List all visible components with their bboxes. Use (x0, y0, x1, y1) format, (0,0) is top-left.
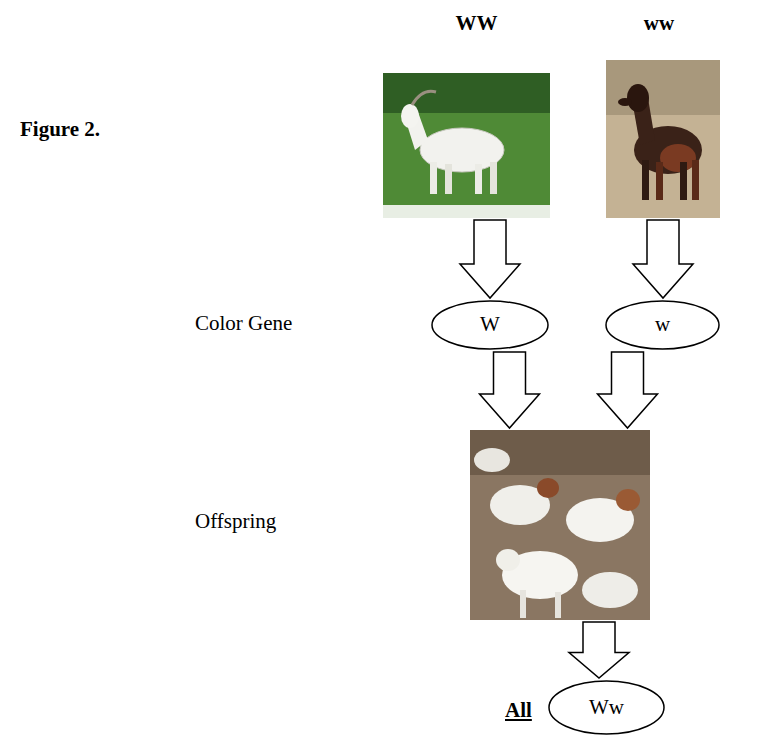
block-arrow (480, 352, 540, 428)
goat-leg (430, 162, 437, 194)
goat-ear (618, 98, 632, 106)
allele-text: Ww (589, 696, 624, 719)
pen-ground (470, 430, 650, 620)
pen-wall (470, 430, 650, 475)
parent-photo: WW (383, 73, 550, 218)
gene-oval: W (431, 300, 549, 350)
parent-photo: ww (606, 60, 720, 218)
row-label: Color Gene (195, 312, 292, 335)
goat-patch (660, 144, 696, 172)
kid-head (537, 478, 559, 498)
oval-shape (606, 301, 719, 349)
genotype-oval: Ww (548, 680, 665, 735)
kid-leg (520, 590, 526, 618)
grass-ground (383, 73, 550, 218)
figure-number: Figure 2. (20, 118, 100, 141)
block-arrow (460, 220, 520, 298)
goat-leg (642, 160, 649, 200)
row-label: Offspring (195, 510, 276, 533)
kid-body (582, 572, 638, 608)
goat-leg (475, 164, 482, 194)
goat-head (627, 84, 649, 112)
allele-text: w (655, 313, 670, 336)
background-wall (606, 60, 720, 115)
block-arrow (598, 352, 658, 428)
dark-goat-photo (606, 60, 720, 218)
gene-oval: w (605, 300, 720, 350)
goat-leg (692, 160, 699, 200)
genotype-heading: ww (562, 12, 756, 35)
goat-leg (656, 162, 663, 200)
kid-head (496, 549, 520, 571)
allele-text: W (480, 313, 500, 336)
offspring-photo (470, 430, 650, 620)
goat-head (401, 104, 419, 128)
genotype-heading: WW (353, 12, 600, 35)
quantifier-label: All (505, 699, 532, 722)
kid-leg (555, 592, 561, 618)
goat-leg (445, 164, 452, 194)
goat-leg (680, 162, 687, 200)
offspring-photo (470, 430, 650, 620)
block-arrow (633, 220, 693, 298)
goat-horn (412, 91, 436, 105)
oval-shape (432, 301, 548, 349)
kid-body (474, 448, 510, 472)
oval-shape (549, 681, 664, 734)
goat-leg (490, 162, 497, 194)
photo-credit-strip (383, 205, 550, 218)
block-arrow (569, 622, 629, 678)
white-goat-photo (383, 73, 550, 218)
kid-head (616, 489, 640, 511)
ground (606, 60, 720, 218)
